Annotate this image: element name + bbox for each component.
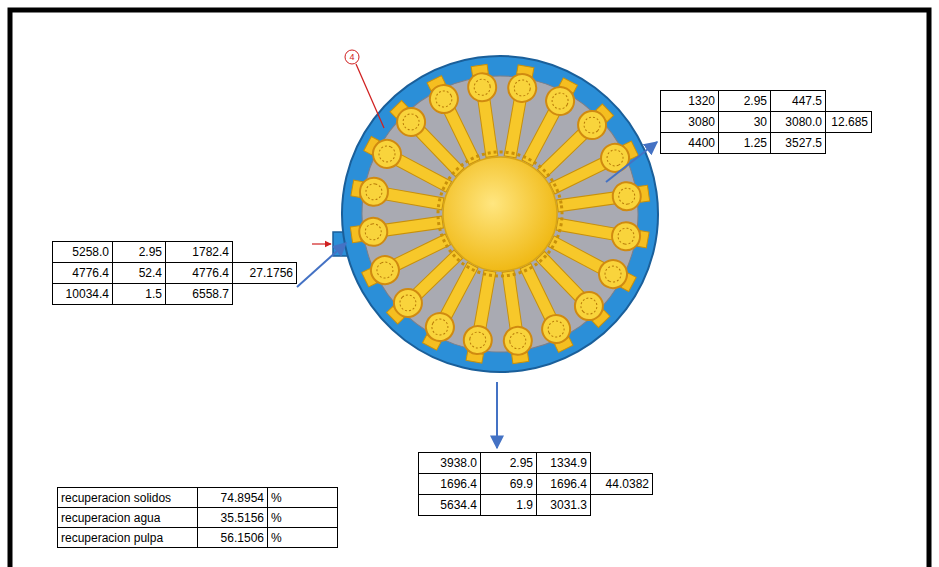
recovery-table-cell: recuperacion agua [57, 507, 198, 528]
cyclone-unit [494, 269, 535, 364]
recovery-table-cell: % [267, 527, 338, 548]
recovery-table-cell: % [267, 487, 338, 508]
feed-table-cell: 4776.4 [52, 262, 113, 284]
overflow-table-cell: 1.25 [718, 132, 771, 154]
recovery-table-cell: 35.5156 [197, 507, 268, 528]
cyclone-unit [545, 229, 639, 297]
overflow-table-cell: 2.95 [718, 90, 771, 112]
underflow-table-cell: 44.0382 [590, 473, 653, 495]
distributor-plate [344, 58, 656, 370]
overflow-table-cell: 3527.5 [770, 132, 826, 154]
recovery-table-cell: recuperacion solidos [57, 487, 198, 508]
overflow-table-cell: 4400 [660, 132, 719, 154]
cyclone-unit [515, 75, 583, 169]
underflow-table-cell: 69.9 [480, 473, 537, 495]
page-frame [10, 10, 929, 567]
overflow-table-cell: 447.5 [770, 90, 826, 112]
feed-table-cell: 2.95 [112, 241, 166, 263]
overflow-table-cell: 3080 [660, 111, 719, 133]
underflow-table-cell: 1696.4 [536, 473, 591, 495]
feed-table-cell: 6558.7 [165, 283, 233, 305]
feed-table-cell: 52.4 [112, 262, 166, 284]
overflow-table-cell: 12.685 [825, 111, 872, 133]
callout-circle [345, 50, 359, 64]
overflow-table-cell: 30 [718, 111, 771, 133]
cyclone-unit [422, 73, 487, 168]
recovery-table-cell: % [267, 507, 338, 528]
underflow-table-cell: 1334.9 [536, 452, 591, 474]
cyclone-cluster [322, 36, 679, 393]
cyclone-unit [417, 259, 485, 353]
outer-ring [322, 36, 679, 393]
overflow-arrow [606, 142, 657, 182]
underflow-table-cell: 3938.0 [418, 452, 481, 474]
feed-pointer [312, 243, 331, 244]
underflow-table-cell: 1.9 [480, 494, 537, 516]
overflow-table-cell: 1320 [660, 90, 719, 112]
feed-table-cell: 4776.4 [165, 262, 233, 284]
underflow-table-cell: 2.95 [480, 452, 537, 474]
underflow-arrow [496, 382, 498, 448]
cyclone-unit [361, 131, 455, 199]
overflow-table-cell: 3080.0 [770, 111, 826, 133]
underflow-table-cell: 5634.4 [418, 494, 481, 516]
feed-table-cell: 10034.4 [52, 283, 113, 305]
bolt-ring [430, 144, 570, 284]
feed-arrow [297, 243, 346, 287]
cyclone-unit [350, 208, 445, 249]
underflow-table-cell: 3031.3 [536, 494, 591, 516]
feed-table-cell: 5258.0 [52, 241, 113, 263]
feed-table-cell: 1782.4 [165, 241, 233, 263]
leader-line [356, 64, 384, 128]
recovery-table-cell: 74.8954 [197, 487, 268, 508]
cyclone-unit [555, 179, 650, 220]
callout-number: 4 [346, 52, 358, 62]
feed-table-cell: 27.1756 [232, 262, 297, 284]
underflow-table-cell: 1696.4 [418, 473, 481, 495]
recovery-table-cell: 56.1506 [197, 527, 268, 548]
feed-table-cell: 1.5 [112, 283, 166, 305]
central-manifold [436, 150, 565, 279]
recovery-table-cell: recuperacion pulpa [57, 527, 198, 548]
